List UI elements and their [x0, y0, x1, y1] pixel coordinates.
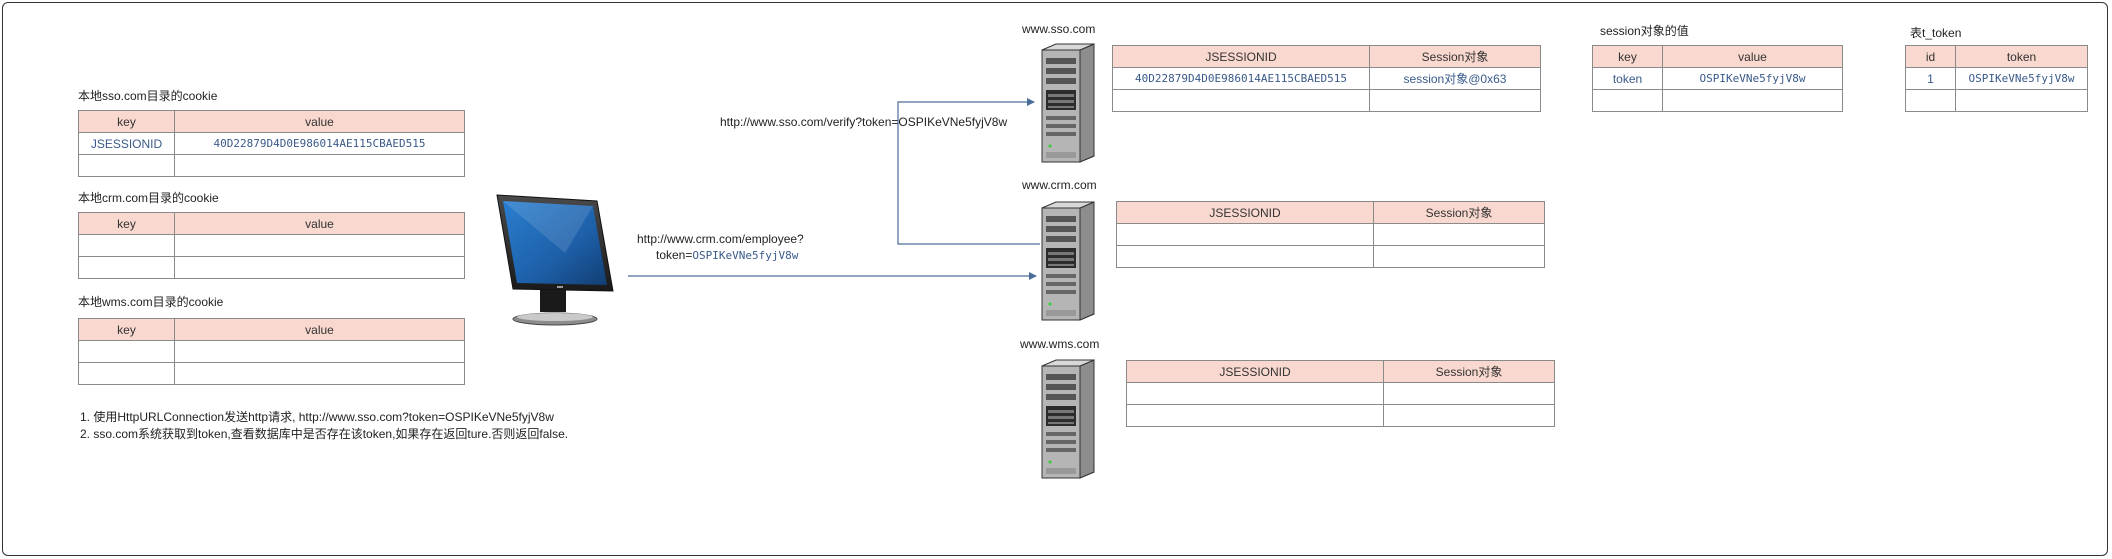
- table-cell: [1126, 382, 1384, 405]
- column-header: JSESSIONID: [1126, 360, 1384, 383]
- crm-request-label-line2: token=OSPIKeVNe5fyjV8w: [656, 248, 798, 262]
- note-step-2: 2. sso.com系统获取到token,查看数据库中是否存在该token,如果…: [80, 427, 569, 441]
- sso-host-label: www.sso.com: [1022, 22, 1096, 36]
- table-cell: 40D22879D4D0E986014AE115CBAED515: [1112, 67, 1370, 90]
- table-cell: token: [1592, 67, 1663, 90]
- table-cell: [1373, 223, 1545, 246]
- column-header: JSESSIONID: [1112, 45, 1370, 68]
- table-cell: [78, 340, 175, 363]
- table-cell: [1955, 89, 2088, 112]
- column-header: key: [1592, 45, 1663, 68]
- table-cell: JSESSIONID: [78, 132, 175, 155]
- token-value: OSPIKeVNe5fyjV8w: [692, 249, 799, 262]
- column-header: key: [78, 318, 175, 341]
- table-cell: [1112, 89, 1370, 112]
- table-cell: [1383, 404, 1555, 427]
- process-notes: 1. 使用HttpURLConnection发送http请求, http://w…: [80, 409, 568, 443]
- column-header: Session对象: [1383, 360, 1555, 383]
- crm-host-label: www.crm.com: [1022, 178, 1097, 192]
- column-header: value: [1662, 45, 1843, 68]
- table-cell: [174, 154, 465, 177]
- table-cell: [78, 234, 175, 257]
- token-prefix: token=: [656, 248, 693, 262]
- table-cell: [174, 362, 465, 385]
- token-table-title: 表t_token: [1910, 26, 1962, 40]
- table-cell: [1116, 245, 1374, 268]
- wms-host-label: www.wms.com: [1020, 337, 1100, 351]
- table-cell: [174, 256, 465, 279]
- table-cell: [174, 234, 465, 257]
- monitor-icon: [496, 194, 614, 326]
- table-cell: [78, 256, 175, 279]
- table-cell: OSPIKeVNe5fyjV8w: [1955, 67, 2088, 90]
- wms-cookie-title: 本地wms.com目录的cookie: [78, 295, 224, 309]
- table-cell: 1: [1905, 67, 1956, 90]
- table-cell: 40D22879D4D0E986014AE115CBAED515: [174, 132, 465, 155]
- table-cell: [78, 362, 175, 385]
- table-cell: [1116, 223, 1374, 246]
- server-icon: [1041, 201, 1095, 321]
- table-cell: [1126, 404, 1384, 427]
- table-cell: session对象@0x63: [1369, 67, 1541, 90]
- column-header: value: [174, 318, 465, 341]
- column-header: id: [1905, 45, 1956, 68]
- table-cell: [1383, 382, 1555, 405]
- crm-request-label-line1: http://www.crm.com/employee?: [637, 232, 804, 246]
- column-header: value: [174, 110, 465, 133]
- crm-cookie-title: 本地crm.com目录的cookie: [78, 191, 219, 205]
- column-header: JSESSIONID: [1116, 201, 1374, 224]
- server-icon: [1041, 43, 1095, 163]
- table-cell: [1369, 89, 1541, 112]
- column-header: token: [1955, 45, 2088, 68]
- verify-request-arrow: [897, 98, 1040, 245]
- table-cell: [174, 340, 465, 363]
- table-cell: [78, 154, 175, 177]
- sso-cookie-title: 本地sso.com目录的cookie: [78, 89, 218, 103]
- session-values-title: session对象的值: [1600, 24, 1689, 38]
- column-header: key: [78, 110, 175, 133]
- table-cell: [1662, 89, 1843, 112]
- column-header: Session对象: [1373, 201, 1545, 224]
- column-header: Session对象: [1369, 45, 1541, 68]
- table-cell: OSPIKeVNe5fyjV8w: [1662, 67, 1843, 90]
- column-header: key: [78, 212, 175, 235]
- note-step-1: 1. 使用HttpURLConnection发送http请求, http://w…: [80, 410, 554, 424]
- server-icon: [1041, 359, 1095, 479]
- verify-request-label: http://www.sso.com/verify?token=OSPIKeVN…: [720, 115, 1008, 129]
- table-cell: [1592, 89, 1663, 112]
- table-cell: [1373, 245, 1545, 268]
- column-header: value: [174, 212, 465, 235]
- table-cell: [1905, 89, 1956, 112]
